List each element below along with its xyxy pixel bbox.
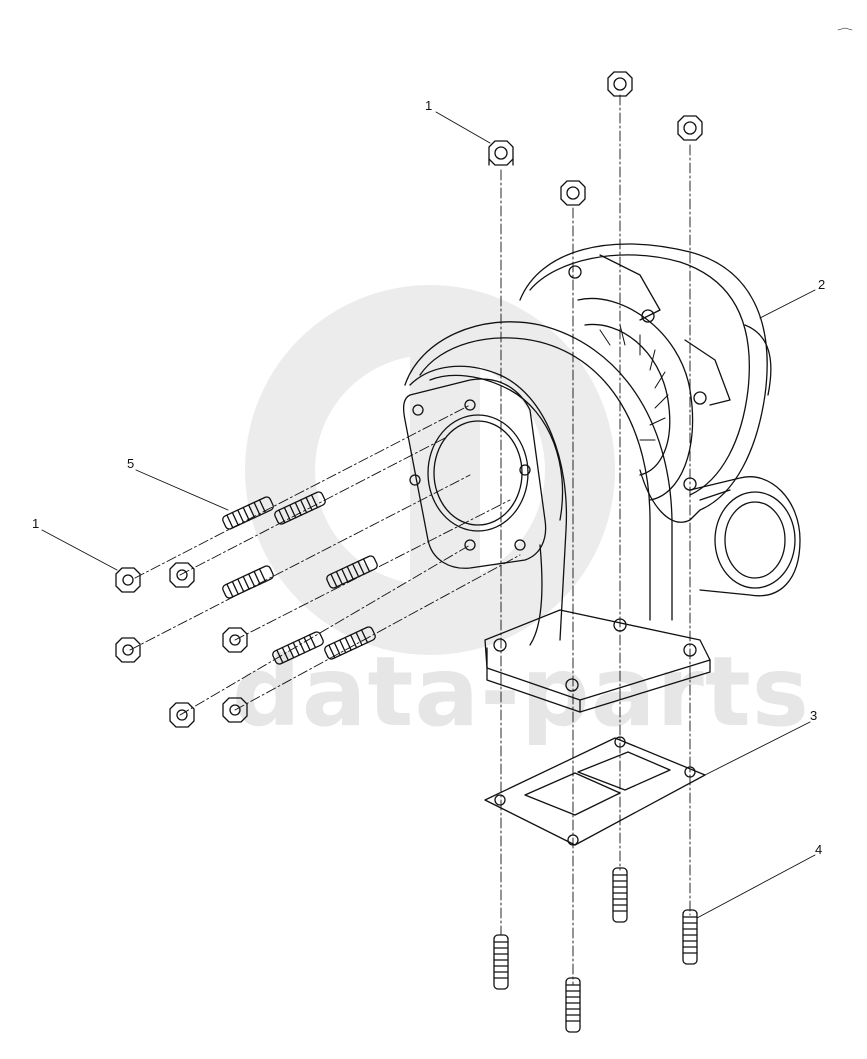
leader-lines	[41, 111, 816, 919]
center-lines	[129, 94, 691, 986]
compressor-outlet	[689, 476, 801, 597]
turbine-foot-flange	[484, 609, 711, 713]
callout-1-side: 1	[32, 516, 40, 531]
turbine-inlet-flange	[403, 378, 547, 569]
turbine-housing	[404, 321, 673, 646]
side-studs	[222, 491, 378, 665]
callout-1-top: 1	[425, 98, 433, 113]
corner-mark	[837, 27, 853, 31]
top-nuts	[488, 71, 703, 206]
callout-3: 3	[810, 708, 818, 723]
compressor-housing	[519, 243, 772, 523]
callout-5: 5	[127, 456, 135, 471]
callout-2: 2	[818, 277, 826, 292]
side-nuts	[115, 562, 248, 728]
bottom-studs	[493, 867, 698, 1033]
gasket	[484, 736, 706, 846]
callout-4: 4	[815, 842, 823, 857]
